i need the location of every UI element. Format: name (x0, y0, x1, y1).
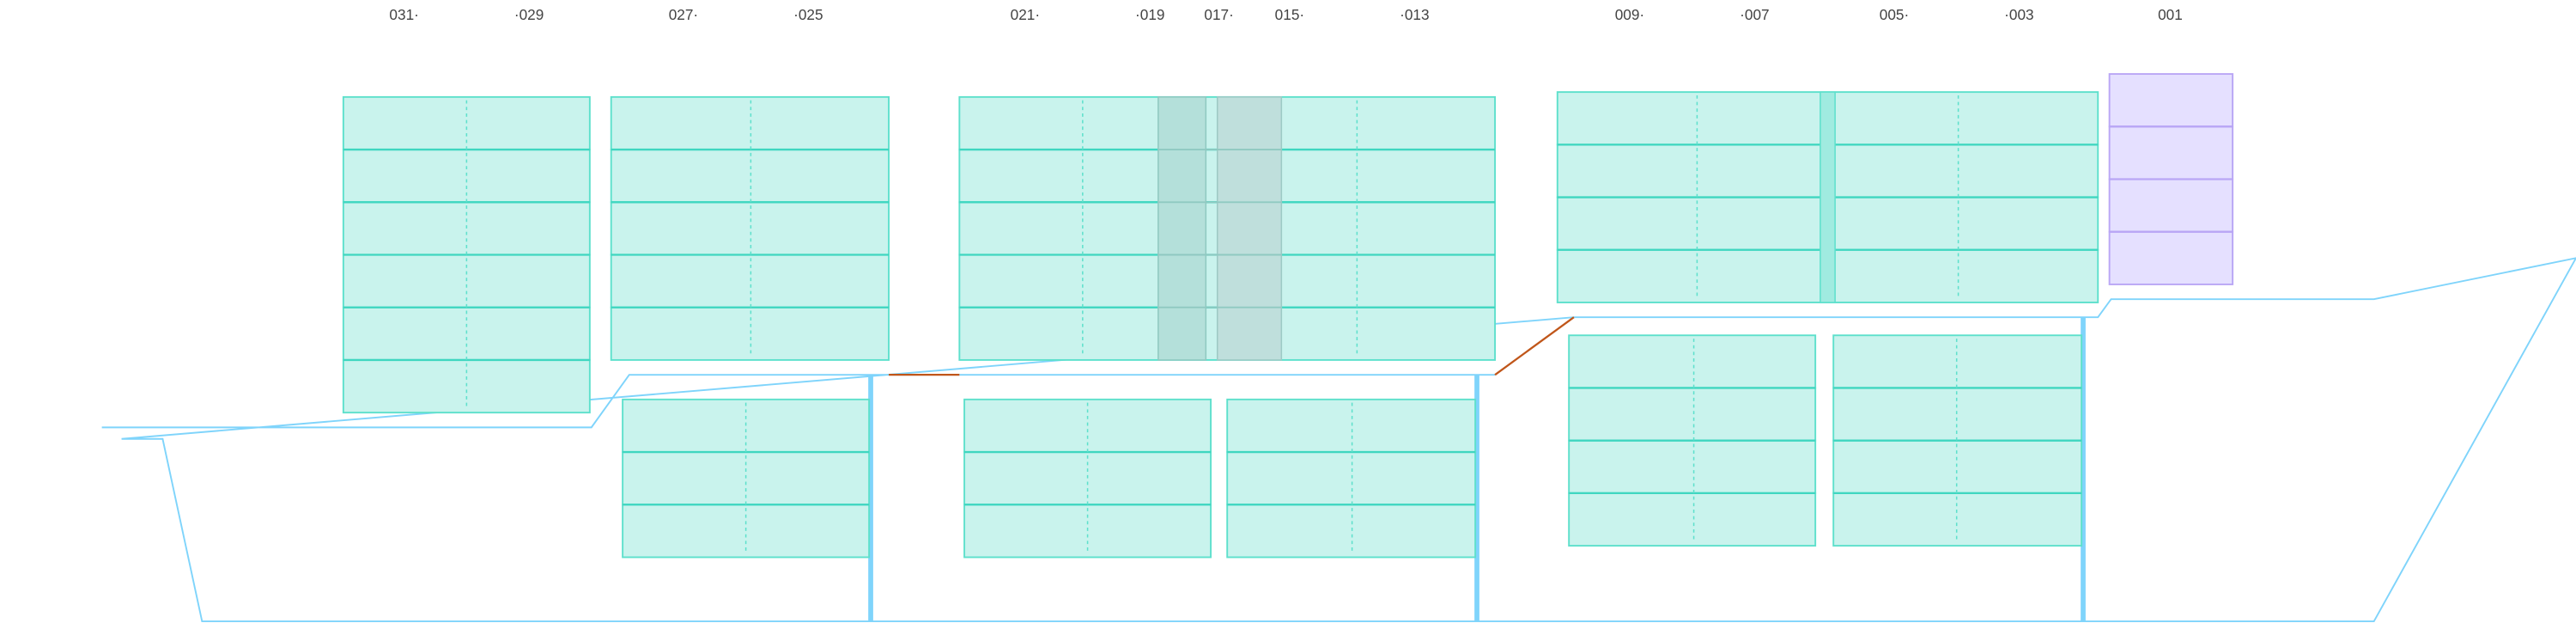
hatch-cover-line (1494, 316, 1575, 376)
container-slot[interactable] (1568, 334, 1817, 389)
bay-block (622, 398, 871, 559)
container-slot[interactable] (610, 95, 890, 151)
bay-block (342, 95, 591, 414)
bay-label: 001 (2158, 6, 2183, 23)
container-slot[interactable] (610, 306, 890, 361)
bay-block (610, 95, 890, 361)
bay-label: 027· (669, 6, 698, 23)
bay-block (1568, 334, 1817, 547)
bay-label: ·025 (793, 6, 823, 23)
container-slot[interactable] (1832, 439, 2083, 494)
bay-block (1832, 334, 2083, 547)
bay-label: ·007 (1740, 6, 1769, 23)
hatch-strip (1820, 91, 1836, 303)
hull-line (101, 257, 2576, 623)
bay-label: ·013 (1400, 6, 1429, 23)
bay-block (1556, 91, 2099, 303)
container-slot[interactable] (2108, 178, 2234, 233)
bay-label: 031· (389, 6, 418, 23)
container-slot[interactable] (1568, 387, 1817, 442)
bay-label: ·029 (514, 6, 544, 23)
container-slot[interactable] (1832, 387, 2083, 442)
bay-label: ·003 (2004, 6, 2033, 23)
bay-label: 021· (1011, 6, 1040, 23)
container-slot[interactable] (1832, 334, 2083, 389)
container-slot[interactable] (1226, 504, 1477, 559)
bay-labels: 031· ·029 027· ·025 021· ·019 017· 015· … (389, 6, 2182, 23)
reserved-stack-017[interactable] (1216, 96, 1283, 361)
container-slot[interactable] (1226, 398, 1477, 454)
container-slot[interactable] (1832, 492, 2083, 547)
container-slot[interactable] (2108, 73, 2234, 128)
container-slot[interactable] (1568, 492, 1817, 547)
container-slot[interactable] (2108, 125, 2234, 180)
container-slot[interactable] (1568, 439, 1817, 494)
container-slot[interactable] (1226, 451, 1477, 506)
bay-label: 009· (1615, 6, 1644, 23)
container-slot[interactable] (610, 201, 890, 256)
container-slot[interactable] (610, 253, 890, 308)
container-slot[interactable] (2108, 230, 2234, 285)
container-blocks (342, 73, 2234, 559)
container-slot[interactable] (610, 149, 890, 204)
bay-block (963, 398, 1212, 559)
bay-block (1226, 398, 1477, 559)
reserved-stack-019[interactable] (1157, 96, 1207, 361)
hull-outline (101, 257, 2576, 623)
bay-label: 017· (1204, 6, 1233, 23)
forward-bay-block (2108, 73, 2234, 285)
bay-label: ·019 (1135, 6, 1164, 23)
bay-label: 015· (1275, 6, 1304, 23)
bay-label: 005· (1880, 6, 1909, 23)
